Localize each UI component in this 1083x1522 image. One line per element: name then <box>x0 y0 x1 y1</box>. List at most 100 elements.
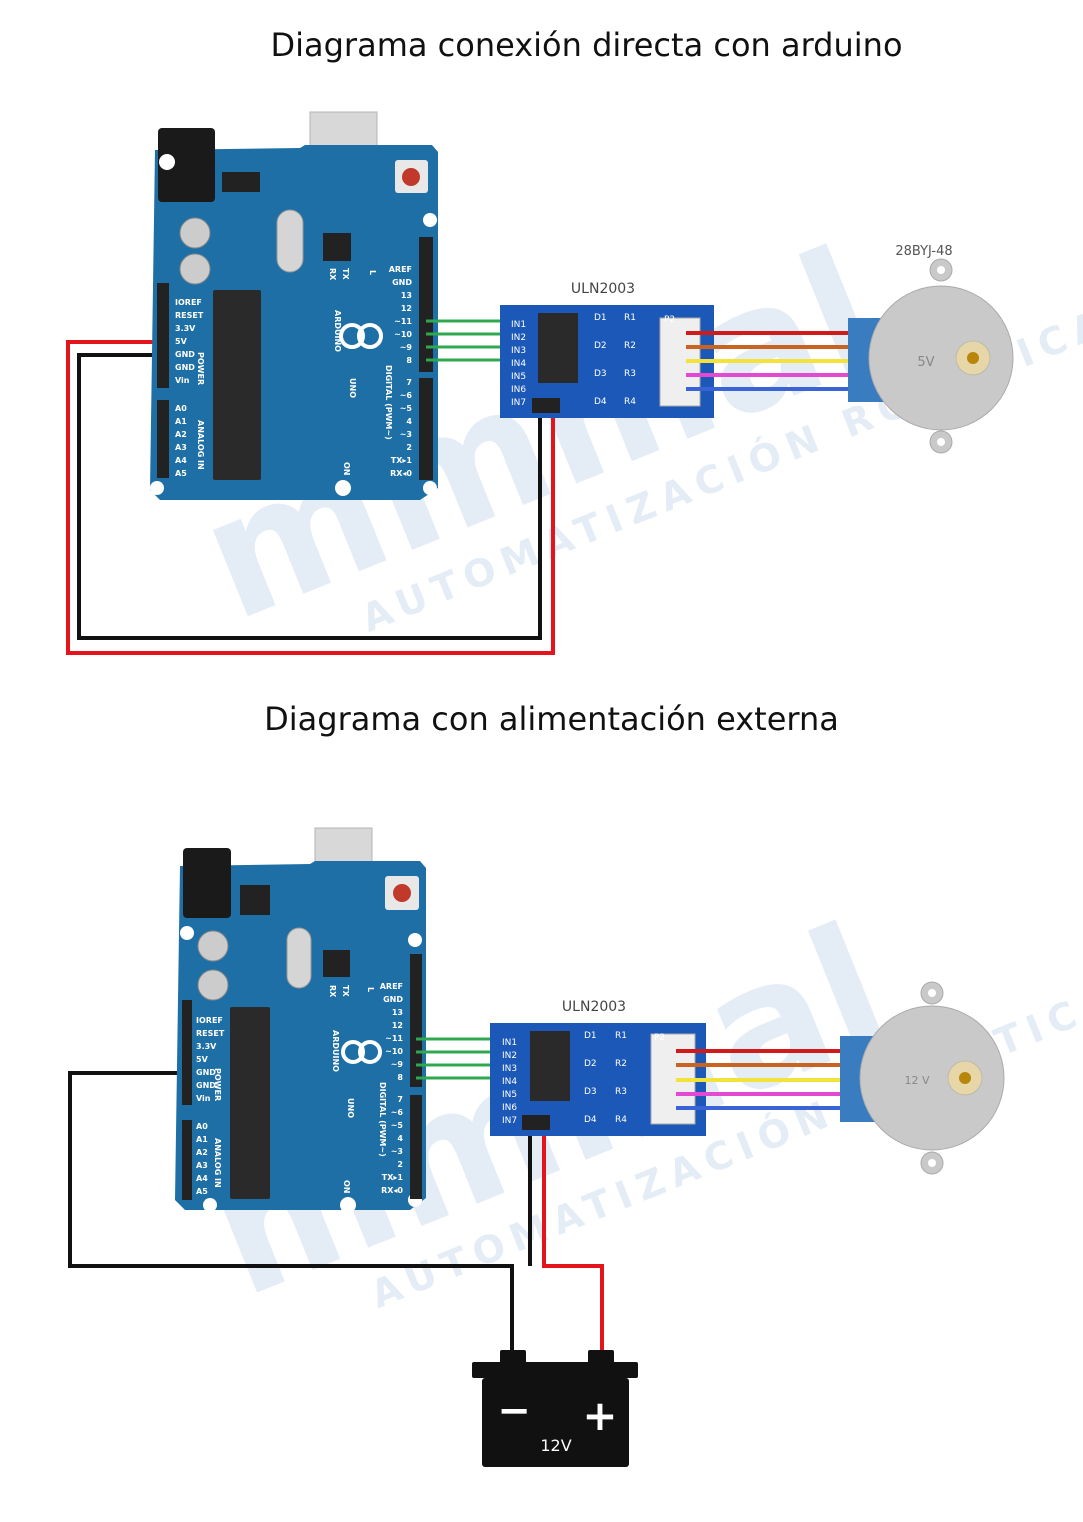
svg-text:IN6: IN6 <box>502 1103 517 1113</box>
svg-text:D2: D2 <box>584 1059 597 1069</box>
svg-text:~3: ~3 <box>391 1147 403 1156</box>
svg-text:A4: A4 <box>196 1174 208 1183</box>
svg-text:2: 2 <box>397 1160 403 1169</box>
svg-text:R4: R4 <box>615 1115 627 1125</box>
svg-text:A0: A0 <box>175 404 187 413</box>
svg-text:IN7: IN7 <box>502 1116 517 1126</box>
svg-text:R2: R2 <box>615 1059 627 1069</box>
svg-text:GND: GND <box>196 1068 216 1077</box>
power-header: POWER <box>196 352 205 385</box>
black-gnd-wire <box>68 1071 514 1362</box>
signal-wires-bottom <box>416 1037 500 1080</box>
svg-text:A2: A2 <box>175 430 187 439</box>
motor-voltage: 5V <box>917 355 934 370</box>
svg-text:A5: A5 <box>196 1187 208 1196</box>
svg-text:IN2: IN2 <box>502 1051 517 1061</box>
arduino-logo-icon <box>339 323 383 349</box>
svg-text:IN4: IN4 <box>502 1077 517 1087</box>
svg-text:P2: P2 <box>654 1033 665 1043</box>
motor-voltage: 12 V <box>904 1074 929 1087</box>
driver-name: ULN2003 <box>562 999 626 1015</box>
svg-text:ON: ON <box>342 1180 351 1194</box>
svg-text:IN4: IN4 <box>511 359 526 369</box>
power-header: POWER <box>213 1068 222 1101</box>
svg-text:D4: D4 <box>584 1115 597 1125</box>
arduino-logo-icon <box>341 1040 382 1064</box>
digital-pin-labels: AREF GND 13 12 ~11 ~10 ~9 8 7 ~6 ~5 4 ~3… <box>380 982 404 1195</box>
svg-text:GND: GND <box>392 278 412 287</box>
power-pin-labels: IOREF RESET 3.3V 5V GND GND Vin <box>196 1016 225 1103</box>
arduino-uno-top: ARDUINO UNO POWER ANALOG IN DIGITAL (PWM… <box>150 111 438 500</box>
svg-text:3.3V: 3.3V <box>196 1042 217 1051</box>
svg-text:R4: R4 <box>624 397 636 407</box>
svg-text:~9: ~9 <box>391 1060 404 1069</box>
svg-text:ON: ON <box>342 462 351 476</box>
svg-text:GND: GND <box>175 350 195 359</box>
svg-text:A0: A0 <box>196 1122 208 1131</box>
svg-text:P2: P2 <box>664 315 675 325</box>
digital-header: DIGITAL (PWM~) <box>384 365 393 440</box>
svg-text:IN1: IN1 <box>511 320 526 330</box>
power-wires-bottom <box>68 1071 604 1362</box>
svg-text:~5: ~5 <box>400 404 413 413</box>
svg-text:D2: D2 <box>594 341 607 351</box>
svg-text:7: 7 <box>397 1095 403 1104</box>
svg-text:7: 7 <box>406 378 412 387</box>
svg-text:4: 4 <box>406 417 412 426</box>
red-12v-wire <box>542 1128 604 1362</box>
svg-text:GND: GND <box>175 363 195 372</box>
svg-text:~6: ~6 <box>400 391 413 400</box>
red-5v-wire <box>66 340 555 655</box>
svg-text:L: L <box>366 987 375 992</box>
svg-text:IN3: IN3 <box>511 346 526 356</box>
svg-text:A3: A3 <box>196 1161 208 1170</box>
analog-pin-labels: A0 A1 A2 A3 A4 A5 <box>196 1122 208 1196</box>
svg-text:RESET: RESET <box>175 311 204 320</box>
svg-text:~10: ~10 <box>394 330 412 339</box>
svg-text:~11: ~11 <box>394 317 412 326</box>
svg-text:~9: ~9 <box>400 343 413 352</box>
svg-text:R1: R1 <box>624 313 636 323</box>
svg-text:IN3: IN3 <box>502 1064 517 1074</box>
svg-text:4: 4 <box>397 1134 403 1143</box>
svg-text:R3: R3 <box>624 369 636 379</box>
motor-wires-bottom <box>676 1049 842 1110</box>
svg-text:RX: RX <box>328 985 337 998</box>
svg-text:2: 2 <box>406 443 412 452</box>
svg-text:IN1: IN1 <box>502 1038 517 1048</box>
title-external-power: Diagrama con alimentación externa <box>264 700 839 738</box>
stepper-motor-top: 28BYJ-48 5V <box>848 244 1014 454</box>
motor-wires-top <box>686 331 850 391</box>
svg-text:~6: ~6 <box>391 1108 404 1117</box>
svg-text:~3: ~3 <box>400 430 412 439</box>
power-wires-top <box>66 340 555 655</box>
svg-text:RX◂0: RX◂0 <box>390 469 412 478</box>
signal-wires-top <box>426 319 508 362</box>
svg-text:A4: A4 <box>175 456 187 465</box>
svg-text:12: 12 <box>401 304 412 313</box>
svg-text:IOREF: IOREF <box>175 298 202 307</box>
stepper-motor-bottom: 12 V <box>840 981 1005 1175</box>
svg-text:RX: RX <box>328 268 337 281</box>
svg-text:IN2: IN2 <box>511 333 526 343</box>
svg-text:D3: D3 <box>594 369 607 379</box>
svg-text:A5: A5 <box>175 469 187 478</box>
plus-terminal-icon: + <box>582 1391 617 1440</box>
analog-header: ANALOG IN <box>213 1138 222 1188</box>
battery-12v: − + 12V <box>472 1350 638 1467</box>
digital-header: DIGITAL (PWM~) <box>378 1082 387 1157</box>
svg-text:A1: A1 <box>175 417 187 426</box>
svg-text:3.3V: 3.3V <box>175 324 196 333</box>
svg-text:RX◂0: RX◂0 <box>381 1186 403 1195</box>
svg-text:D3: D3 <box>584 1087 597 1097</box>
svg-text:IN5: IN5 <box>502 1090 517 1100</box>
svg-text:IOREF: IOREF <box>196 1016 223 1025</box>
black-gnd-wire <box>77 353 542 640</box>
arduino-brand: ARDUINO <box>333 310 342 352</box>
digital-pin-labels: AREF GND 13 12 ~11 ~10 ~9 8 7 ~6 ~5 4 ~3… <box>389 265 413 478</box>
analog-pin-labels: A0 A1 A2 A3 A4 A5 <box>175 404 187 478</box>
title-direct-connection: Diagrama conexión directa con arduino <box>270 26 903 64</box>
driver-name: ULN2003 <box>571 281 635 297</box>
svg-text:5V: 5V <box>196 1055 209 1064</box>
